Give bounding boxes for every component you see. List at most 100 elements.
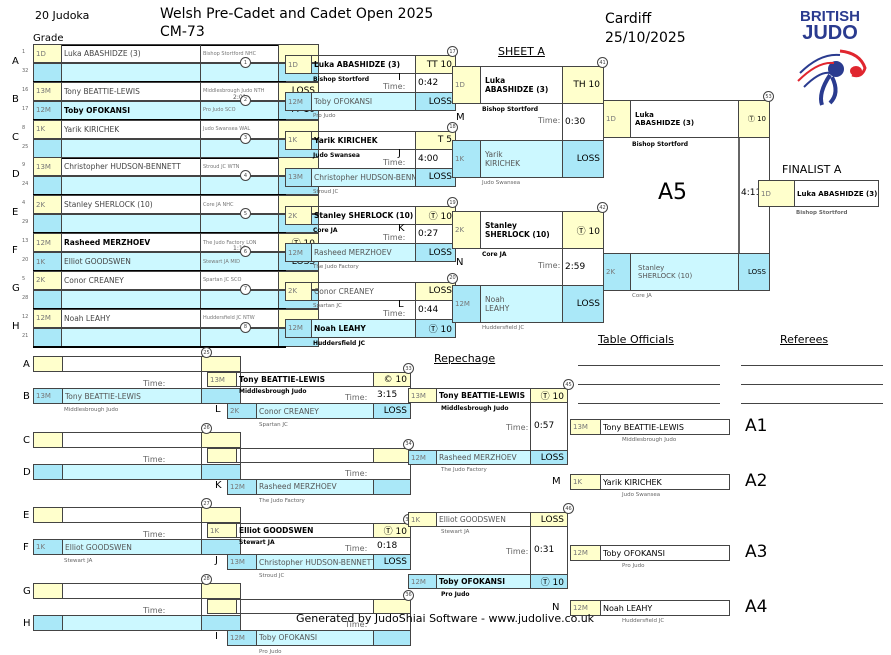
match-number: 17 — [447, 46, 458, 57]
first-name: Stanley — [638, 264, 665, 272]
seed-number: 1 — [22, 49, 26, 55]
bracket-line — [410, 523, 411, 570]
competitor-name[interactable]: Rasheed MERZHOEV — [61, 233, 201, 252]
competitor-name[interactable]: Noah LEAHY — [600, 600, 730, 616]
top-score: Ⓣ 10 — [373, 523, 411, 538]
competitor-club: Pro Judo — [259, 648, 282, 655]
competitor-name[interactable]: Conor CREANEY — [61, 270, 201, 290]
competitor-name[interactable] — [236, 447, 374, 463]
competitor-grade: 13M — [570, 419, 601, 435]
competitor-grade — [33, 431, 63, 448]
competitor-name[interactable] — [62, 463, 202, 480]
competitor-grade: 2K — [33, 270, 62, 290]
competitor-name[interactable]: Toby OFOKANSI — [436, 574, 531, 589]
match-number: 25 — [201, 347, 212, 358]
competitor-name[interactable]: Noah LEAHY — [311, 318, 416, 338]
competitor-name[interactable] — [61, 289, 201, 309]
top-score: Ⓣ 10 — [530, 388, 568, 403]
competitor-name[interactable]: Tony BEATTIE-LEWIS — [62, 388, 202, 404]
bracket-line — [201, 372, 202, 388]
competitor-grade: 13M — [33, 388, 63, 404]
competitor-name[interactable]: Conor CREANEY — [256, 403, 374, 419]
competitor-name[interactable]: Luka ABASHIDZE (3) — [61, 44, 201, 63]
match-letter: N — [456, 257, 464, 268]
competitor-name[interactable]: Tony BEATTIE-LEWIS — [61, 81, 201, 101]
finalist-grade: 1D — [758, 180, 795, 207]
bottom-score — [201, 539, 241, 555]
judoka-figure-icon — [797, 49, 867, 106]
competitor-name[interactable]: Toby OFOKANSI — [311, 92, 416, 111]
competitor-name[interactable] — [62, 431, 202, 448]
match-number: 3 — [240, 132, 251, 144]
competitor-grade: 12M — [33, 100, 62, 120]
competitor-name[interactable]: Tony BEATTIE-LEWIS — [436, 388, 531, 403]
time-label: Time: — [345, 393, 368, 402]
competitor-club: The Judo Factory — [259, 497, 305, 504]
time-label: Time: — [506, 423, 529, 432]
competitor-name[interactable]: Tony BEATTIE-LEWIS — [600, 419, 730, 435]
competitor-grade: 1K — [33, 119, 62, 139]
match-number: 19 — [447, 197, 458, 208]
competitor-club: Middlesbrough Judo — [622, 437, 677, 443]
bottom-score: LOSS — [530, 450, 568, 465]
competitor-club: Huddersfield JC — [622, 618, 665, 624]
top-score — [201, 582, 241, 599]
match-number: 8 — [240, 321, 251, 333]
competitor-name[interactable]: Toby OFOKANSI — [61, 100, 201, 120]
competitor-name[interactable] — [61, 138, 201, 158]
bottom-score: LOSS — [562, 140, 604, 178]
competitor-name[interactable]: Toby OFOKANSI — [256, 629, 374, 646]
match-number: 36 — [403, 589, 414, 601]
competitor-grade: 2K — [285, 281, 312, 301]
competitor-name[interactable]: Elliot GOODSWEN — [61, 252, 201, 271]
match-number: 46 — [563, 503, 574, 514]
competitor-name[interactable] — [61, 176, 201, 196]
bracket-line — [530, 403, 531, 450]
competitor-name[interactable]: Yarik KIRICHEK — [600, 474, 730, 490]
match-time: 2:01 — [233, 94, 246, 101]
competitor-name[interactable]: Rasheed MERZHOEV — [436, 450, 531, 465]
competitor-name[interactable]: Elliot GOODSWEN — [62, 539, 202, 555]
competitor-name[interactable] — [62, 507, 202, 523]
competitor-name[interactable]: Noah LEAHY — [61, 308, 201, 328]
finalist-title: FINALIST A — [782, 163, 842, 176]
competitor-name[interactable]: Christopher HUDSON-BENNETT — [61, 157, 201, 177]
seed-number: 20 — [22, 257, 29, 263]
time-label: Time: — [383, 82, 406, 91]
bottom-score: LOSS — [415, 167, 456, 187]
last-name: ABASHIDZE (3) — [485, 85, 549, 94]
finalist-name[interactable]: Luka ABASHIDZE (3) — [794, 180, 879, 207]
competitor-name[interactable] — [61, 327, 201, 347]
competitor-name[interactable]: Toby OFOKANSI — [600, 545, 730, 561]
competitor-name[interactable]: Elliot GOODSWEN — [436, 512, 531, 527]
top-score: LOSS — [530, 512, 568, 527]
competitor-name[interactable] — [61, 214, 201, 234]
competitor-grade — [33, 582, 63, 599]
competitor-name[interactable] — [62, 614, 202, 631]
competitor-name[interactable]: Rasheed MERZHOEV — [256, 478, 374, 495]
competitor-name[interactable] — [62, 356, 202, 372]
competitor-name[interactable]: Elliot GOODSWEN — [236, 523, 374, 538]
competitor-name[interactable] — [62, 582, 202, 599]
competitor-name[interactable]: Tony BEATTIE-LEWIS — [236, 372, 374, 387]
competitor-name[interactable]: Christopher HUDSON-BENNETT — [256, 554, 374, 570]
competitor-grade: 12M — [33, 233, 62, 252]
competitor-name[interactable]: Yarik KIRICHEK — [61, 119, 201, 139]
competitor-grade: 13M — [408, 388, 437, 403]
competitor-grade: 12M — [227, 629, 257, 646]
competitor-name[interactable]: Christopher HUDSON-BENNETT — [311, 167, 416, 187]
competitor-name[interactable] — [61, 63, 201, 82]
match-letter: M — [552, 476, 561, 487]
competitor-club — [200, 63, 279, 82]
competitor-name[interactable]: Rasheed MERZHOEV — [311, 243, 416, 262]
competitor-name[interactable]: Stanley SHERLOCK (10) — [61, 195, 201, 215]
top-score — [373, 447, 411, 463]
competitor-grade — [207, 598, 237, 614]
match-letter: K — [215, 479, 222, 491]
